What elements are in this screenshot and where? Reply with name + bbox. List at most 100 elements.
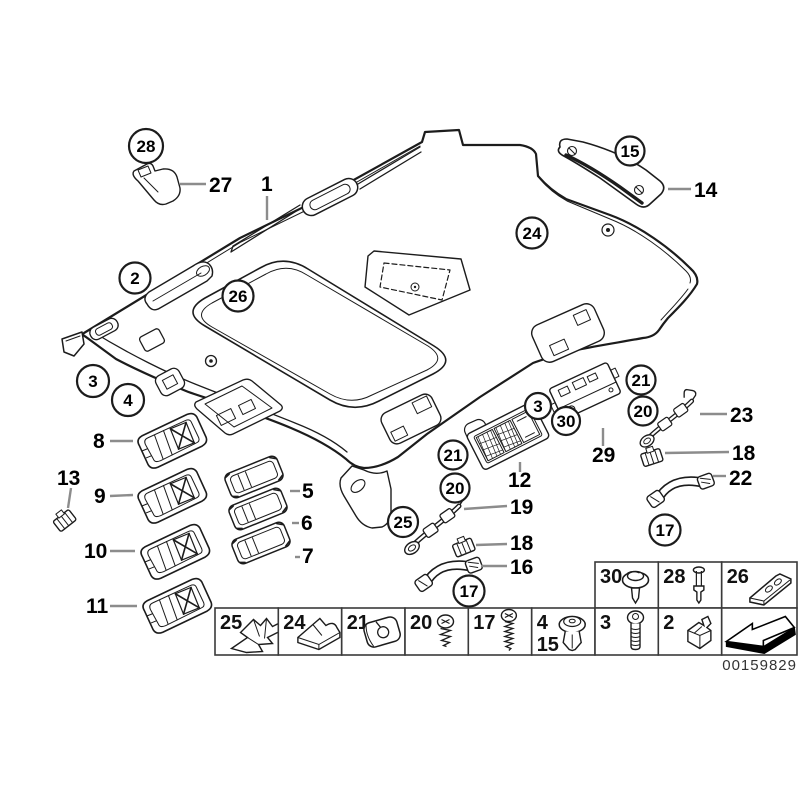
callout-circle-15: 15	[614, 135, 646, 167]
part-2-trim-strip	[144, 261, 214, 311]
leader-line	[475, 542, 508, 547]
callout-circle-28: 28	[127, 127, 165, 165]
legend-cell-30: 30	[594, 561, 660, 609]
callout-number: 26	[229, 287, 248, 306]
legend-cell-3: 3	[594, 607, 660, 656]
part-label-13: 13	[57, 467, 80, 490]
callout-number: 17	[460, 582, 479, 601]
callout-number: 15	[621, 142, 640, 161]
rear-grommet	[601, 223, 615, 237]
sunroof-motor-cutout	[364, 250, 471, 316]
callout-number: 2	[130, 269, 139, 288]
callout-circle-26: 26	[221, 279, 255, 313]
part-1-antenna-strip	[230, 146, 422, 253]
part-label-22: 22	[729, 467, 752, 490]
part-10-panel	[137, 521, 214, 583]
rear-edge-inner-line	[539, 178, 691, 284]
legend-cell-25: 25	[214, 607, 281, 656]
callout-number: 3	[533, 397, 542, 416]
a-pillar-flag	[61, 331, 85, 357]
part-label-9: 9	[94, 485, 106, 508]
callout-number: 25	[394, 513, 413, 532]
part-label-14: 14	[694, 179, 718, 202]
callout-circle-25: 25	[386, 505, 420, 539]
legend-number: 15	[537, 634, 559, 656]
part-label-23: 23	[730, 404, 753, 427]
callout-circle-21: 21	[625, 364, 657, 396]
legend-number: 4	[537, 612, 549, 634]
part-label-29: 29	[592, 444, 615, 467]
legend-number: 24	[283, 612, 306, 634]
callout-number: 30	[557, 412, 576, 431]
callout-circle-20: 20	[627, 395, 659, 427]
part-label-10: 10	[84, 540, 107, 563]
legend-cell-2: 2	[657, 607, 723, 656]
legend-cell-17: 17	[467, 607, 533, 656]
part-label-1: 1	[261, 173, 273, 196]
legend-cell-26: 26	[720, 561, 798, 609]
callout-circle-30: 30	[550, 405, 582, 437]
cpillar-inner-line	[660, 288, 689, 321]
callout-circle-3: 3	[75, 363, 111, 399]
leader-line	[66, 487, 73, 509]
part-label-18: 18	[510, 532, 534, 555]
legend-number: 17	[473, 612, 495, 634]
part-label-18: 18	[732, 442, 756, 465]
leader-line	[664, 450, 730, 455]
part-label-6: 6	[301, 512, 313, 535]
legend-number: 26	[727, 566, 749, 588]
legend-number: 3	[600, 612, 611, 634]
callout-number: 3	[88, 372, 97, 391]
callout-circle-17: 17	[452, 574, 486, 608]
headliner-drawing	[49, 128, 718, 637]
part-label-16: 16	[510, 556, 533, 579]
front-features	[89, 317, 283, 436]
callout-circle-20: 20	[439, 472, 471, 504]
callout-number: 20	[446, 479, 465, 498]
part-label-11: 11	[86, 595, 109, 618]
legend-cell-24: 24	[277, 607, 343, 656]
legend-number: 30	[600, 566, 622, 588]
part-18-clip-right	[638, 443, 665, 468]
sunroof-opening	[192, 260, 447, 409]
corner-flap	[339, 465, 392, 529]
callout-circle-3: 3	[523, 391, 553, 421]
part-18-clip-left	[449, 533, 477, 559]
legend-number: 28	[663, 566, 685, 588]
part-label-7: 7	[302, 545, 314, 568]
part-27-bracket	[132, 162, 181, 206]
callout-circle-4: 4	[110, 382, 146, 418]
legend-cell-28: 28	[657, 561, 723, 609]
part-13-clip	[49, 505, 78, 533]
callout-number: 21	[632, 371, 651, 390]
callout-number: 21	[444, 446, 463, 465]
drawing-number: 00159829	[722, 657, 797, 674]
part-label-19: 19	[510, 496, 533, 519]
leader-line	[109, 493, 134, 498]
legend-cell-4: 415	[530, 607, 596, 656]
part-11-panel	[139, 575, 216, 637]
callout-number: 17	[656, 521, 675, 540]
legend-number: 20	[410, 612, 432, 634]
part-label-5: 5	[302, 480, 314, 503]
legend-cell-direction-arrow	[720, 607, 798, 656]
rear-lamp-bulge	[530, 303, 606, 363]
part-label-27: 27	[209, 174, 232, 197]
part-label-12: 12	[508, 469, 531, 492]
leader-line	[463, 504, 508, 511]
legend-number: 25	[220, 612, 242, 634]
part-label-8: 8	[93, 430, 105, 453]
part-15-trim	[557, 138, 665, 208]
callout-number: 20	[634, 402, 653, 421]
legend-number: 2	[663, 612, 674, 634]
legend-cell-21: 21	[340, 607, 406, 656]
callout-number: 24	[523, 224, 542, 243]
callout-number: 28	[137, 137, 156, 156]
callout-circle-24: 24	[515, 216, 549, 250]
callout-number: 4	[123, 391, 133, 410]
part-22-grab-handle	[643, 471, 718, 510]
